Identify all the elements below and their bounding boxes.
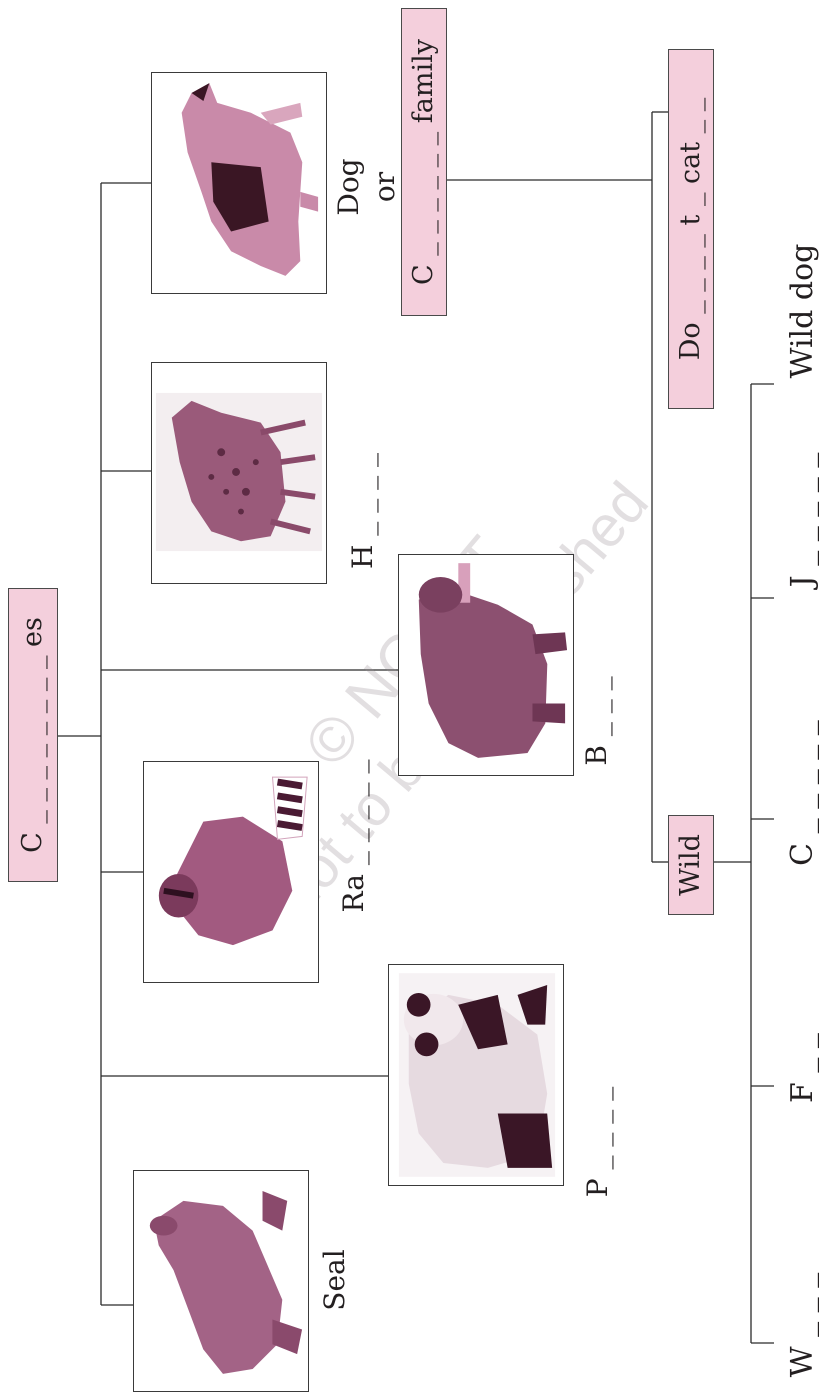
dog-icon bbox=[152, 73, 326, 293]
label-panda: P _ _ _ _ bbox=[584, 1072, 612, 1212]
dog-family-heading-line2: or bbox=[371, 127, 401, 247]
wild-member-f: F _ _ bbox=[788, 1023, 818, 1113]
photo-hyena bbox=[151, 362, 327, 584]
domestic-label: Do _ _ _ _ t _ cat _ _ bbox=[677, 49, 705, 409]
dog-family-label: C _ _ _ _ _ _ family bbox=[410, 8, 438, 316]
label-raccoon: Ra _ _ _ _ _ bbox=[340, 746, 368, 926]
hyena-icon bbox=[152, 363, 326, 583]
photo-raccoon bbox=[143, 761, 319, 983]
raccoon-icon bbox=[144, 762, 318, 982]
label-seal: Seal bbox=[321, 1235, 349, 1325]
panda-icon bbox=[389, 965, 563, 1185]
bear-icon bbox=[399, 555, 573, 775]
photo-panda bbox=[388, 964, 564, 1186]
photo-bear bbox=[398, 554, 574, 776]
photo-dog bbox=[151, 72, 327, 294]
wild-member-w: W _ _ _ bbox=[788, 1255, 818, 1395]
wild-member-wild-dog: Wild dog bbox=[788, 241, 818, 381]
dog-family-heading-line1: Dog bbox=[335, 127, 365, 247]
wild-member-c: C _ _ _ _ _ bbox=[788, 698, 818, 888]
photo-seal bbox=[133, 1170, 309, 1392]
seal-icon bbox=[134, 1171, 308, 1391]
wild-member-j: J _ _ _ _ _ bbox=[788, 425, 818, 615]
label-hyena: H _ _ _ _ bbox=[349, 441, 377, 581]
wild-label: Wild bbox=[677, 810, 705, 920]
label-bear: B _ _ _ bbox=[583, 661, 611, 781]
root-label: C _ _ _ _ _ _ _ _ es bbox=[19, 588, 47, 882]
